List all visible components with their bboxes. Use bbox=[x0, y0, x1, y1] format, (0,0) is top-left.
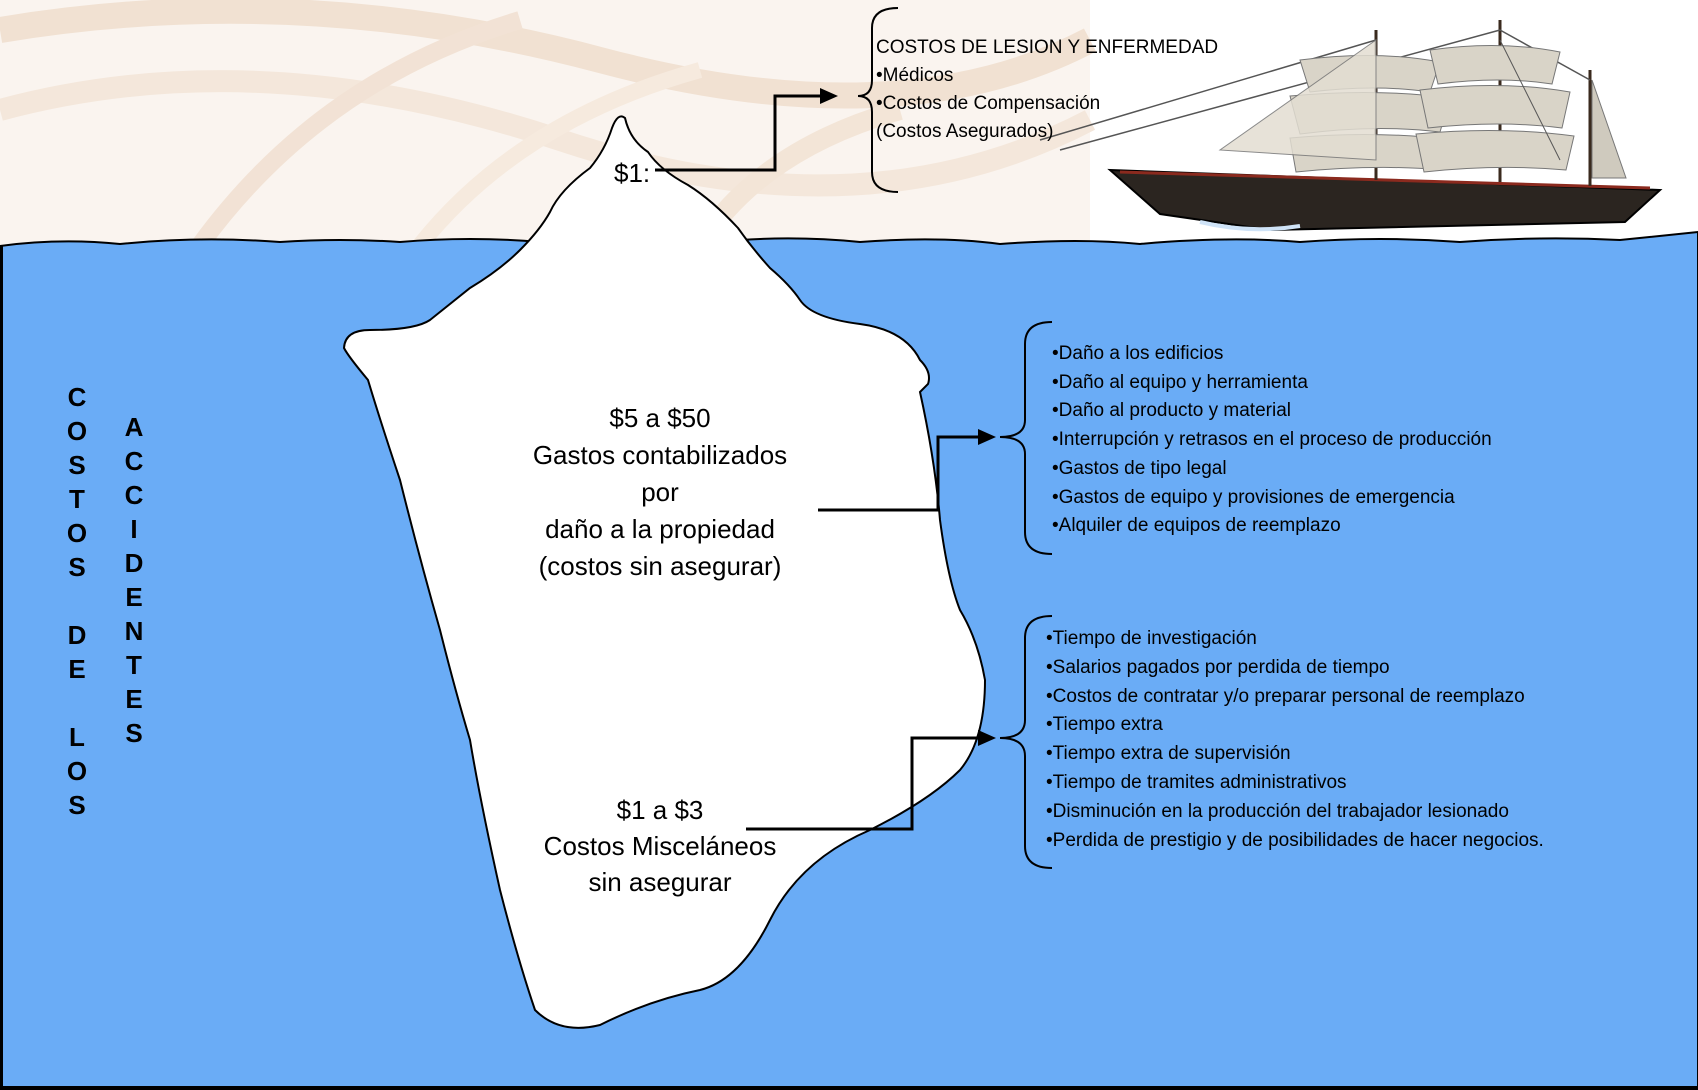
vertical-letter: T bbox=[69, 484, 85, 514]
bottom-cost-list: •Tiempo de investigación •Salarios pagad… bbox=[1046, 625, 1544, 855]
arrow-bottom bbox=[978, 730, 996, 746]
vertical-letter bbox=[62, 584, 92, 618]
bottom-cost-item: •Salarios pagados por perdida de tiempo bbox=[1046, 656, 1390, 678]
vertical-letter: O bbox=[66, 416, 88, 446]
connector-middle bbox=[818, 435, 980, 512]
bottom-cost-item: •Perdida de prestigio y de posibilidades… bbox=[1046, 829, 1544, 851]
bottom-cost-item: •Tiempo de investigación bbox=[1046, 628, 1257, 649]
middle-cost-item: •Daño al producto y material bbox=[1052, 400, 1291, 422]
arrow-top bbox=[820, 88, 838, 104]
middle-cost-line: (costos sin asegurar) bbox=[538, 551, 782, 581]
bottom-cost-item: •Tiempo extra de supervisión bbox=[1046, 743, 1291, 765]
vertical-title-accidentes: A C C I D E N T E S bbox=[119, 410, 149, 750]
vertical-letter: E bbox=[68, 654, 86, 684]
vertical-letter: S bbox=[68, 552, 86, 582]
vertical-letter: C bbox=[124, 446, 144, 476]
sailing-ship-icon bbox=[1039, 20, 1663, 232]
vertical-letter: S bbox=[68, 790, 86, 820]
middle-cost-label: $5 a $50 Gastos contabilizados por daño … bbox=[480, 400, 840, 585]
middle-cost-line: por bbox=[641, 477, 679, 507]
connector-top bbox=[655, 94, 822, 172]
vertical-letter: N bbox=[124, 616, 144, 646]
vertical-letter: E bbox=[125, 684, 143, 714]
vertical-letter: T bbox=[126, 650, 142, 680]
middle-cost-item: •Gastos de tipo legal bbox=[1052, 457, 1227, 479]
middle-cost-line: $5 a $50 bbox=[609, 403, 711, 433]
vertical-letter: D bbox=[67, 620, 87, 650]
top-cost-box-title: COSTOS DE LESION Y ENFERMEDAD bbox=[876, 37, 1219, 58]
top-cost-box: COSTOS DE LESION Y ENFERMEDAD •Médicos •… bbox=[876, 34, 1218, 146]
brace-middle bbox=[999, 321, 1053, 555]
iceberg-icon bbox=[342, 115, 987, 1029]
middle-cost-item: •Interrupción y retrasos en el proceso d… bbox=[1052, 429, 1492, 451]
middle-cost-item: •Gastos de equipo y provisiones de emerg… bbox=[1052, 486, 1455, 508]
bottom-cost-line: $1 a $3 bbox=[616, 795, 704, 825]
middle-cost-item: •Alquiler de equipos de reemplazo bbox=[1052, 515, 1341, 537]
top-cost-amount: $1: bbox=[614, 158, 651, 188]
bottom-cost-line: Costos Misceláneos bbox=[543, 831, 777, 861]
vertical-letter: O bbox=[66, 756, 88, 786]
top-cost-item: •Médicos bbox=[876, 65, 954, 86]
bottom-cost-line: sin asegurar bbox=[588, 867, 732, 897]
vertical-letter: E bbox=[125, 582, 143, 612]
top-cost-item: (Costos Asegurados) bbox=[876, 121, 1054, 142]
brace-bottom bbox=[999, 615, 1053, 869]
middle-cost-item: •Daño a los edificios bbox=[1052, 343, 1224, 364]
vertical-letter: A bbox=[124, 412, 144, 442]
bottom-cost-item: •Tiempo extra bbox=[1046, 714, 1163, 736]
vertical-letter: C bbox=[67, 382, 87, 412]
middle-cost-line: daño a la propiedad bbox=[545, 514, 775, 544]
vertical-letter: I bbox=[130, 514, 138, 544]
brace-top bbox=[857, 7, 899, 193]
vertical-letter: S bbox=[68, 450, 86, 480]
sky-pattern bbox=[0, 0, 1097, 251]
vertical-letter bbox=[62, 686, 92, 720]
bottom-cost-item: •Tiempo de tramites administrativos bbox=[1046, 771, 1347, 793]
bottom-cost-label: $1 a $3 Costos Misceláneos sin asegurar bbox=[480, 792, 840, 900]
vertical-letter: D bbox=[124, 548, 144, 578]
bottom-cost-item: •Disminución en la producción del trabaj… bbox=[1046, 800, 1509, 822]
vertical-letter: L bbox=[69, 722, 85, 752]
vertical-title-costos-de-los: C O S T O S D E L O S bbox=[62, 380, 92, 822]
arrow-middle bbox=[978, 429, 996, 445]
vertical-letter: C bbox=[124, 480, 144, 510]
middle-cost-list: •Daño a los edificios •Daño al equipo y … bbox=[1052, 340, 1492, 541]
connector-bottom bbox=[746, 736, 980, 831]
bottom-cost-item: •Costos de contratar y/o preparar person… bbox=[1046, 685, 1525, 707]
vertical-letter: S bbox=[125, 718, 143, 748]
middle-cost-line: Gastos contabilizados bbox=[532, 440, 788, 470]
top-cost-item: •Costos de Compensación bbox=[876, 93, 1101, 114]
middle-cost-item: •Daño al equipo y herramienta bbox=[1052, 371, 1308, 393]
vertical-letter: O bbox=[66, 518, 88, 548]
